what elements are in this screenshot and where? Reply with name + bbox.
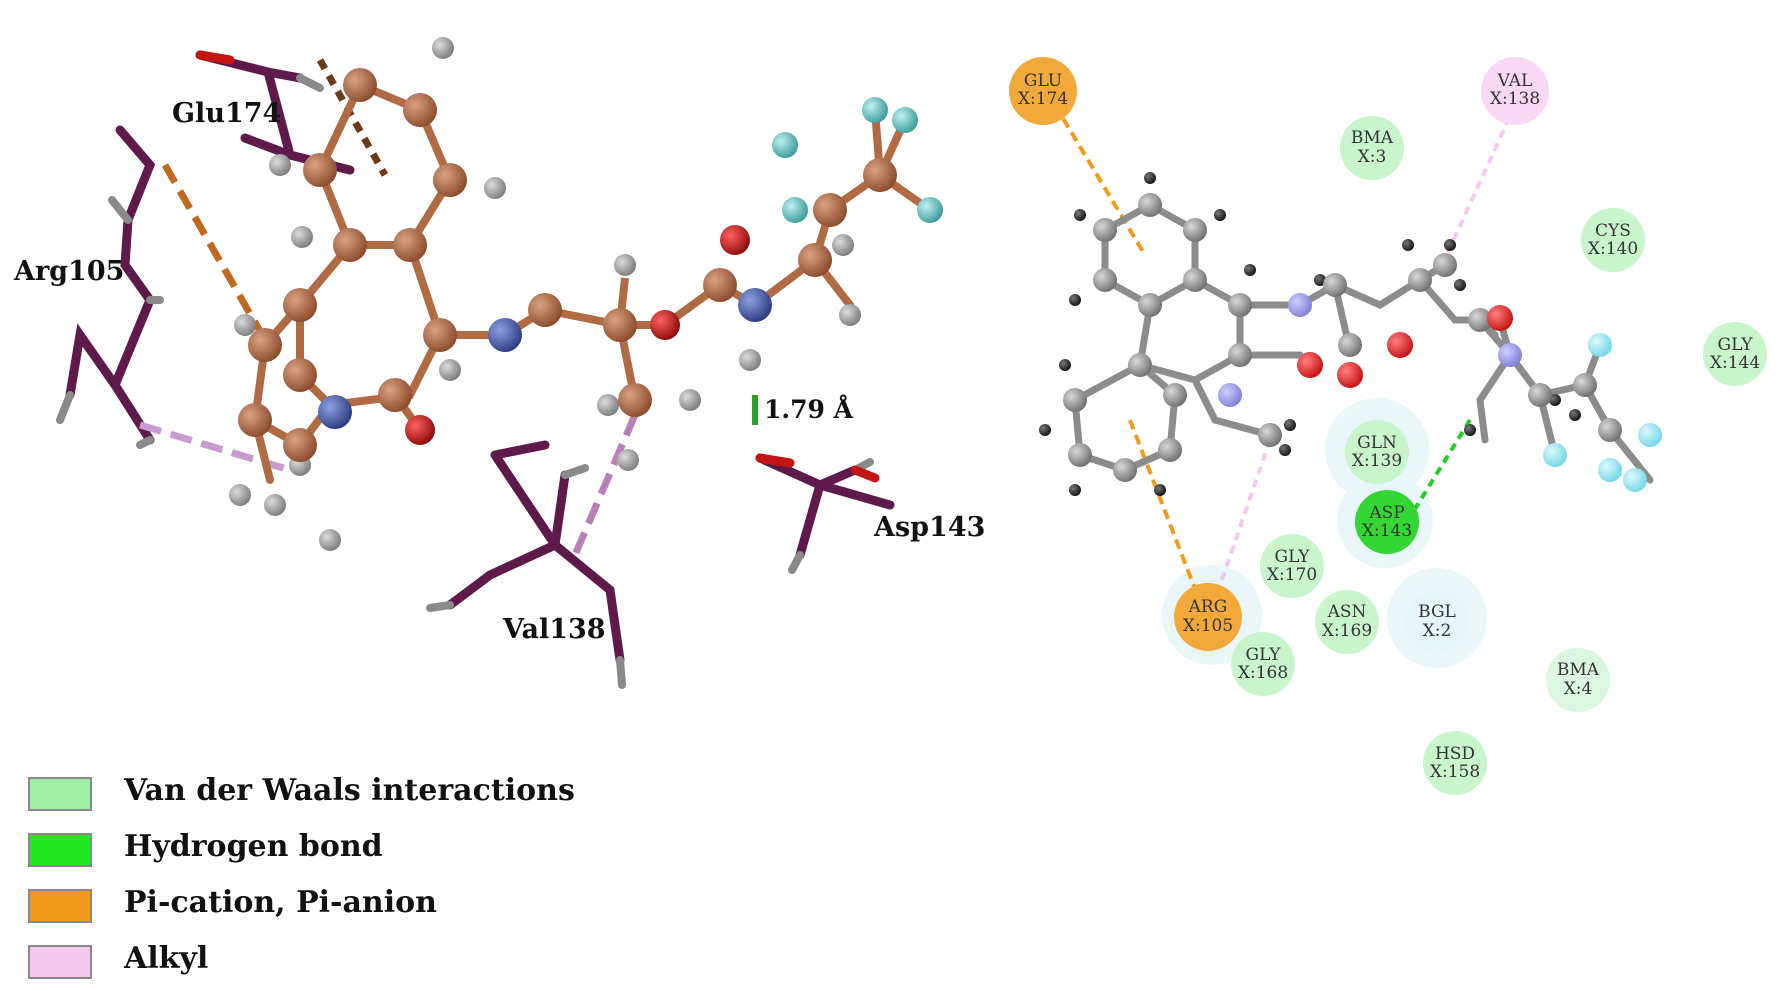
residue-stick-oxygens bbox=[195, 50, 880, 483]
residue-node-id: X:2 bbox=[1423, 621, 1452, 641]
residue-node-name: BGL bbox=[1418, 602, 1456, 622]
residue-node-id: X:168 bbox=[1238, 663, 1288, 683]
residue-node-name: ASN bbox=[1327, 602, 1367, 622]
residue-node-bgl2: BGL X:2 bbox=[1405, 590, 1469, 654]
residue-node-name: ASP bbox=[1368, 503, 1404, 523]
residue-node-name: HSD bbox=[1435, 744, 1475, 764]
residue-label-val138: Val138 bbox=[502, 614, 606, 645]
residue-label-asp143: Asp143 bbox=[873, 512, 985, 543]
residue-node-bma3: BMA X:3 bbox=[1340, 116, 1404, 180]
residue-node-bma4: BMA X:4 bbox=[1546, 648, 1610, 712]
residue-node-asp143: ASP X:143 bbox=[1355, 490, 1419, 554]
residue-node-name: BMA bbox=[1351, 128, 1394, 148]
residue-node-id: X:158 bbox=[1430, 762, 1480, 782]
residue-node-val138: VAL X:138 bbox=[1481, 57, 1549, 125]
right-2d-diagram: GLU X:174 VAL X:138 BMA X:3 CYS X:140 GL… bbox=[1009, 57, 1767, 795]
left-3d-pose: Glu174 Arg105 Val138 Asp143 1.79 Å bbox=[13, 37, 985, 689]
residue-node-name: ARG bbox=[1188, 597, 1228, 617]
residue-node-name: GLN bbox=[1357, 433, 1397, 453]
legend-label-hbond: Hydrogen bond bbox=[124, 829, 383, 864]
legend-swatch-hbond bbox=[28, 833, 92, 867]
residue-node-id: X:105 bbox=[1183, 616, 1233, 636]
residue-sticks bbox=[65, 50, 895, 665]
residue-node-name: VAL bbox=[1497, 71, 1533, 91]
residue-node-gly170: GLY X:170 bbox=[1260, 534, 1324, 598]
residue-node-arg105: ARG X:105 bbox=[1174, 583, 1242, 651]
legend-swatch-vdw bbox=[28, 777, 92, 811]
interaction-dashes-3d bbox=[138, 58, 758, 557]
ligand-atoms-2d bbox=[1039, 172, 1662, 496]
residue-node-name: GLY bbox=[1717, 335, 1753, 355]
residue-node-id: X:144 bbox=[1710, 353, 1760, 373]
residue-node-name: GLY bbox=[1274, 547, 1310, 567]
legend-swatch-pi bbox=[28, 889, 92, 923]
residue-node-id: X:3 bbox=[1358, 147, 1387, 167]
residue-node-name: BMA bbox=[1557, 660, 1600, 680]
residue-node-id: X:140 bbox=[1588, 239, 1638, 259]
legend-label-vdw: Van der Waals interactions bbox=[124, 773, 575, 808]
legend-label-pi: Pi-cation, Pi-anion bbox=[124, 885, 437, 920]
legend-swatch-alkyl bbox=[28, 945, 92, 979]
residue-node-glu174: GLU X:174 bbox=[1009, 57, 1077, 125]
residue-node-id: X:4 bbox=[1564, 679, 1593, 699]
hbond-distance-label: 1.79 Å bbox=[764, 395, 854, 424]
residue-label-arg105: Arg105 bbox=[13, 256, 124, 287]
interaction-dashes-2d bbox=[1053, 103, 1517, 616]
residue-node-asn169: ASN X:169 bbox=[1315, 590, 1379, 654]
residue-node-name: GLY bbox=[1245, 645, 1281, 665]
residue-node-gln139: GLN X:139 bbox=[1345, 420, 1409, 484]
residue-node-gly144: GLY X:144 bbox=[1703, 322, 1767, 386]
residue-node-id: X:138 bbox=[1490, 89, 1540, 109]
residue-node-id: X:169 bbox=[1322, 621, 1372, 641]
residue-node-name: CYS bbox=[1595, 221, 1631, 241]
residue-node-id: X:143 bbox=[1362, 521, 1412, 541]
residue-node-id: X:139 bbox=[1352, 451, 1402, 471]
residue-node-id: X:174 bbox=[1018, 89, 1068, 109]
residue-node-cys140: CYS X:140 bbox=[1581, 208, 1645, 272]
residue-label-glu174: Glu174 bbox=[172, 98, 281, 129]
residue-node-hsd158: HSD X:158 bbox=[1423, 731, 1487, 795]
residue-node-gly168: GLY X:168 bbox=[1231, 632, 1295, 696]
legend-label-alkyl: Alkyl bbox=[124, 941, 209, 976]
residue-stick-ends bbox=[56, 74, 874, 689]
residue-node-id: X:170 bbox=[1267, 565, 1317, 585]
residue-node-name: GLU bbox=[1024, 71, 1062, 91]
ligand-atoms-3d bbox=[229, 37, 943, 551]
